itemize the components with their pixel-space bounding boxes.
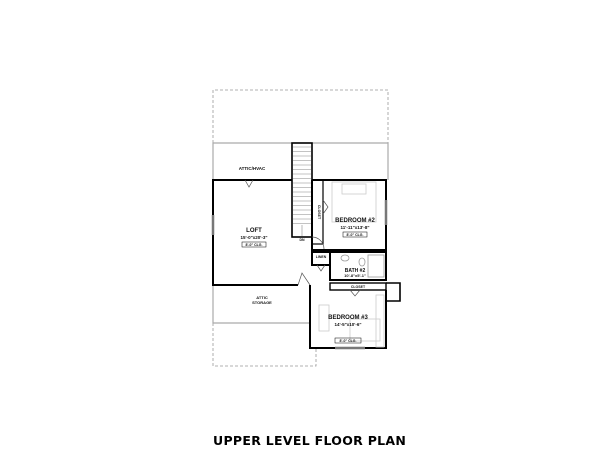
bedroom2-closet bbox=[311, 179, 324, 245]
bedroom3-ceiling: 8'-0" CLG. bbox=[340, 339, 357, 343]
attic-hvac-label: ATTIC/HVAC bbox=[239, 166, 266, 171]
stair-dn: DN bbox=[299, 238, 305, 242]
attic-walls bbox=[212, 142, 389, 324]
loft-size: 15'-0"x20'-3" bbox=[241, 235, 268, 240]
bedroom3-size: 14'-5"x10'-6" bbox=[335, 322, 362, 327]
bedroom3-name: BEDROOM #3 bbox=[328, 315, 368, 321]
window-marks bbox=[211, 200, 388, 350]
closet-label: CLOSET bbox=[351, 285, 366, 289]
bedroom2-size: 11'-11"x13'-8" bbox=[341, 225, 370, 230]
doors bbox=[244, 179, 361, 297]
bath2-name: BATH #2 bbox=[345, 268, 366, 274]
bedroom2-ceiling: 8'-0" CLG. bbox=[347, 233, 364, 237]
loft-name: LOFT bbox=[246, 228, 262, 234]
fixtures bbox=[318, 181, 385, 348]
plan-title: UPPER LEVEL FLOOR PLAN bbox=[213, 433, 407, 448]
bedroom2-closet-label: CLOSET bbox=[317, 205, 321, 220]
stair bbox=[291, 142, 313, 238]
roof-outline bbox=[212, 89, 389, 367]
loft-ceiling: 8'-0" CLG. bbox=[246, 243, 263, 247]
bedroom2-name: BEDROOM #2 bbox=[335, 218, 375, 224]
attic-storage-label-2: STORAGE bbox=[252, 300, 272, 305]
bath2-size: 10'-8"x5'-1" bbox=[344, 273, 366, 278]
linen-label: LINEN bbox=[316, 255, 327, 259]
attic-storage-label-1: ATTIC bbox=[256, 295, 268, 300]
